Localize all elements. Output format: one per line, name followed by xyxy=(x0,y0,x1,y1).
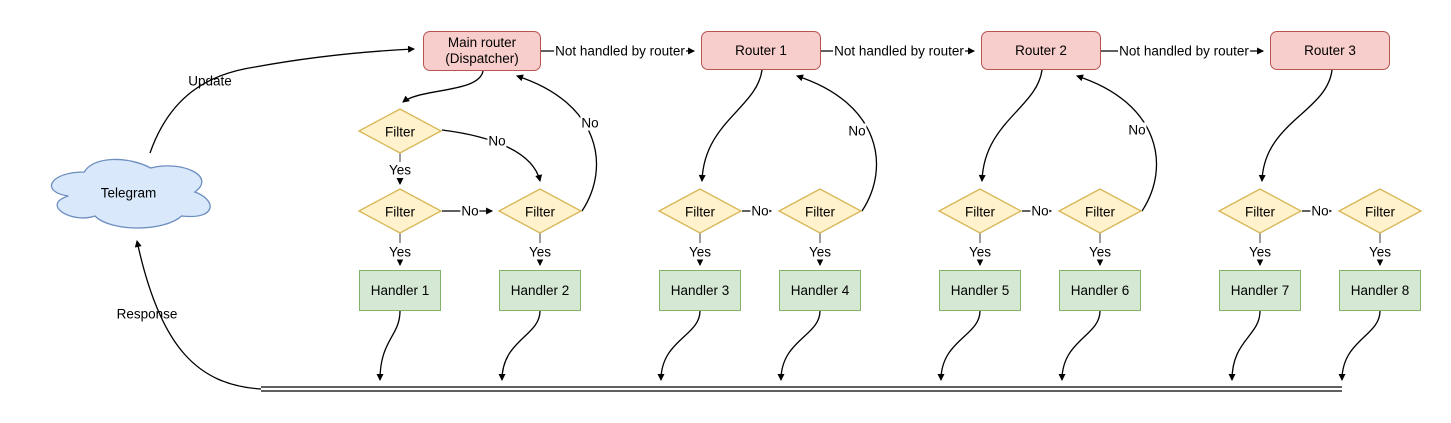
filter-diamond xyxy=(1057,188,1143,234)
handler-to-bus-arrow xyxy=(937,310,981,382)
response-arrow xyxy=(134,239,262,390)
handler-to-bus-arrow xyxy=(657,310,701,382)
filter-diamond xyxy=(1337,188,1423,234)
dispatcher-loop-no-curve xyxy=(516,74,598,212)
handler-to-bus-arrow xyxy=(498,310,541,382)
handler-to-bus-arrow xyxy=(1228,310,1261,382)
router2-to-filter-arrow xyxy=(978,69,1043,183)
update-arrow xyxy=(149,45,416,154)
filter-diamond xyxy=(357,108,443,154)
router2-loop-no-curve xyxy=(1076,74,1158,212)
filter-diamond xyxy=(937,188,1023,234)
handler-to-bus-arrow xyxy=(1338,310,1381,382)
handler-to-bus-arrow xyxy=(1058,310,1101,382)
filter-diamond xyxy=(777,188,863,234)
filter-diamond xyxy=(1217,188,1303,234)
dispatcher-to-filter-arrow xyxy=(402,70,484,103)
filter-diamond xyxy=(497,188,583,234)
filter-diamond xyxy=(657,188,743,234)
router1-to-filter-arrow xyxy=(698,69,763,183)
handler-to-bus-arrow xyxy=(777,310,821,382)
filter-diamond xyxy=(357,188,443,234)
router3-to-filter-arrow xyxy=(1258,69,1333,183)
telegram-cloud xyxy=(50,158,211,229)
router1-loop-no-curve xyxy=(796,74,878,212)
handler-to-bus-arrow xyxy=(376,310,401,382)
dispatcher-filter-no-curve xyxy=(441,129,543,183)
